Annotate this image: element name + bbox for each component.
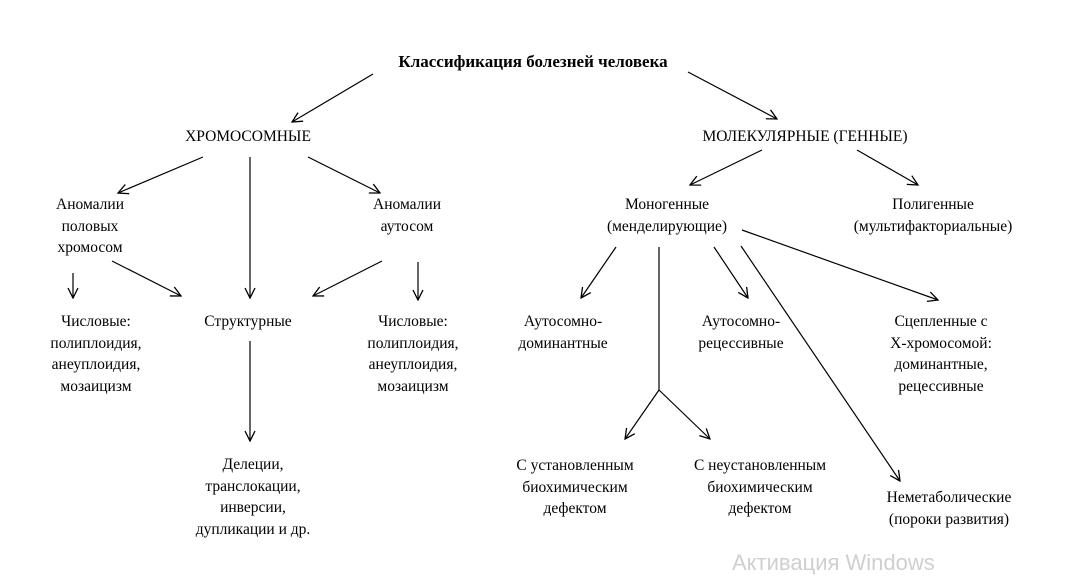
node-numeric-right: Числовые: полиплоидия, анеуплоидия, моза… [367,313,459,395]
node-known-defect: С установленным биохимическим дефектом [516,457,634,517]
node-unknown-defect: С неустановленным биохимическим дефектом [693,457,827,517]
node-numeric-left: Числовые: полиплоидия, анеуплоидия, моза… [50,313,142,395]
diagram-title: Классификация болезней человека [398,52,668,71]
arrow-monogenic-to-autosomal-dominant [581,246,617,298]
node-molecular: МОЛЕКУЛЯРНЫЕ (ГЕННЫЕ) [702,128,908,145]
node-sex-chromosome-anomalies: Аномалии половых хромосом [56,196,124,256]
arrow-title-to-molecular [687,71,777,119]
windows-activation-watermark: Активация Windows [732,550,935,575]
arrow-trunk-to-known-defect [625,389,660,439]
node-autosome-anomalies: Аномалии аутосом [373,196,441,235]
node-non-metabolic: Неметаболические (пороки развития) [886,489,1012,528]
arrow-monogenic-to-autosomal-recessive [713,246,748,298]
arrow-title-to-chromosomal [292,73,374,122]
node-structural: Структурные [204,313,292,330]
arrow-chromosomal-to-autosome-anomalies [307,156,380,193]
arrow-sex-anomalies-to-structural [111,260,181,296]
arrow-monogenic-to-non-metabolic [740,245,900,481]
node-structural-types: Делеции, транслокации, инверсии, дуплика… [195,456,311,538]
node-monogenic: Моногенные (менделирующие) [606,196,728,235]
arrow-chromosomal-to-sex-anomalies [118,156,204,193]
node-autosomal-dominant: Аутосомно- доминантные [518,313,608,352]
node-autosomal-recessive: Аутосомно- рецессивные [698,313,784,352]
arrow-molecular-to-polygenic [856,149,918,185]
arrow-monogenic-to-x-linked [741,229,938,300]
arrow-molecular-to-monogenic [690,149,763,185]
node-x-linked: Сцепленные с Х-хромосомой: доминантные, … [890,313,992,395]
node-chromosomal: ХРОМОСОМНЫЕ [185,128,311,145]
node-polygenic: Полигенные (мультифакториальные) [853,196,1013,235]
arrow-trunk-to-unknown-defect [658,389,710,439]
arrow-autosome-anomalies-to-structural [313,260,383,296]
